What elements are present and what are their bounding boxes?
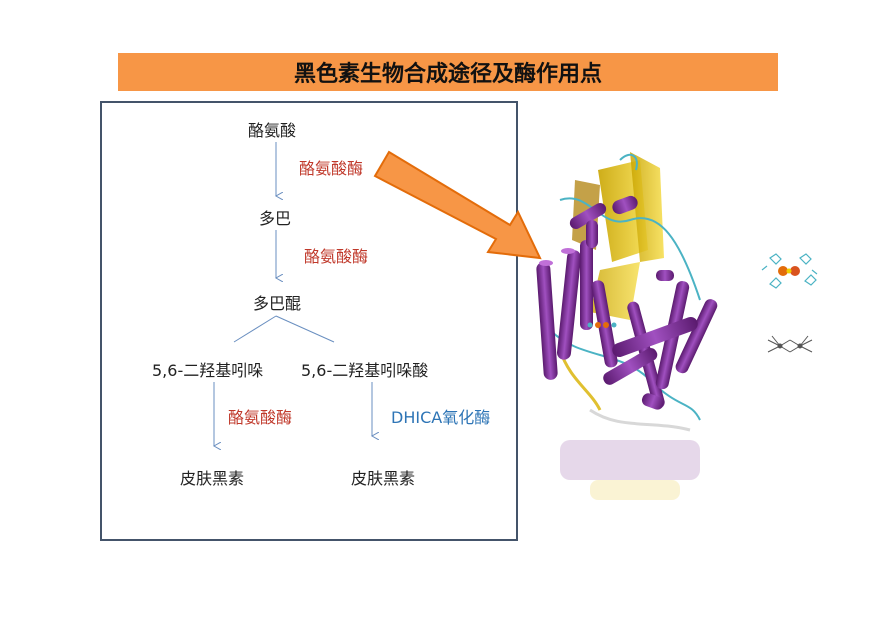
copper-site-model [761, 253, 818, 289]
branch-right [275, 315, 335, 343]
node-dopaquinone: 多巴醌 [253, 294, 302, 313]
node-dhi: 5,6-二羟基吲哚 [152, 361, 264, 380]
enzyme-pointer-arrow [373, 150, 542, 260]
node-melanin-left: 皮肤黑素 [180, 469, 245, 488]
enzyme-label-2: 酪氨酸酶 [304, 247, 369, 266]
copper-site-schematic [767, 335, 813, 353]
tyrosinase-protein-structure [536, 152, 718, 500]
node-dopa: 多巴 [259, 209, 292, 228]
enzyme-label-1: 酪氨酸酶 [299, 159, 364, 178]
branch-left [233, 315, 277, 343]
title-banner: 黑色素生物合成途径及酶作用点 [118, 53, 778, 91]
page-title: 黑色素生物合成途径及酶作用点 [293, 62, 602, 87]
enzyme-label-3: 酪氨酸酶 [228, 408, 293, 427]
node-tyrosine: 酪氨酸 [248, 121, 297, 140]
pathway-box [100, 101, 518, 541]
enzyme-label-4: DHICA氧化酶 [391, 408, 491, 427]
node-melanin-right: 皮肤黑素 [351, 469, 416, 488]
node-dhica: 5,6-二羟基吲哚酸 [301, 361, 429, 380]
